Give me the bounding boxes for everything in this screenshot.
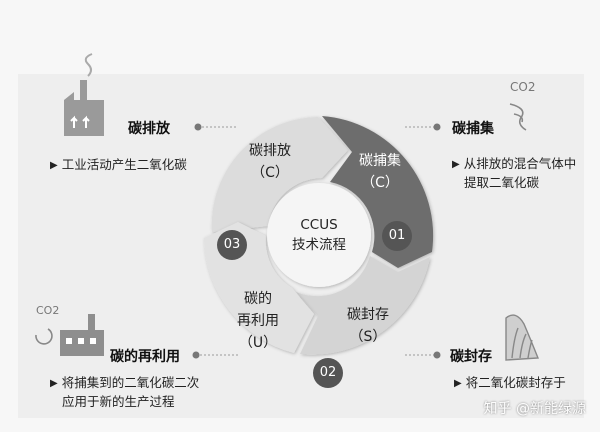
factory-co2-icon xyxy=(35,314,104,356)
capture-callout-desc-2: 提取二氧化碳 xyxy=(464,175,540,190)
bullet-icon: ▶ xyxy=(50,160,58,171)
co2-label-top: CO2 xyxy=(510,80,536,94)
storage-callout-desc-1: 将二氧化碳封存于 xyxy=(465,375,566,390)
number-03: 03 xyxy=(223,237,241,252)
center-disc xyxy=(267,183,371,287)
bullet-icon: ▶ xyxy=(50,378,58,389)
watermark: 知乎 @新能绿源 xyxy=(483,401,586,417)
emission-segment xyxy=(211,117,348,232)
storage-callout-desc: ▶将二氧化碳封存于 xyxy=(454,374,566,393)
capture-callout-desc-1: 从排放的混合气体中 xyxy=(463,156,577,171)
co2-label-bottom: CO2 xyxy=(36,304,60,317)
co2-wind-icon xyxy=(509,103,527,131)
number-circle-02 xyxy=(313,358,343,388)
emission-callout-title: 碳排放 xyxy=(128,121,170,137)
leader-dot-utilization xyxy=(192,351,200,359)
utilization-segment-title-1: 碳的 xyxy=(244,291,272,307)
rock-strata-icon xyxy=(505,314,540,361)
utilization-segment-label: 碳的 再利用 （U） xyxy=(226,288,290,354)
utilization-segment-title-2: 再利用 xyxy=(237,313,279,329)
storage-segment-sub: （S） xyxy=(349,329,387,345)
utilization-callout-desc-2: 应用于新的生产过程 xyxy=(62,394,175,409)
utilization-segment-sub: （U） xyxy=(238,335,278,351)
number-circle-01 xyxy=(382,221,412,251)
capture-callout-desc: ▶从排放的混合气体中 提取二氧化碳 xyxy=(452,155,576,192)
storage-segment-title: 碳封存 xyxy=(347,307,389,323)
utilization-callout-desc-1: 将捕集到的二氧化碳二次 xyxy=(61,375,200,390)
emission-segment-title: 碳排放 xyxy=(249,143,291,159)
number-circle-03 xyxy=(217,230,247,260)
storage-callout-title: 碳封存 xyxy=(450,349,492,365)
capture-segment-title: 碳捕集 xyxy=(359,153,401,169)
factory-icon xyxy=(64,53,104,136)
leader-dot-capture xyxy=(433,123,441,131)
center-label-line2: 技术流程 xyxy=(292,237,346,253)
utilization-callout-desc: ▶将捕集到的二氧化碳二次 应用于新的生产过程 xyxy=(50,374,199,411)
emission-callout-desc: ▶工业活动产生二氧化碳 xyxy=(50,156,187,175)
leader-dot-storage xyxy=(433,351,441,359)
capture-segment-sub: （C） xyxy=(361,175,399,191)
number-02: 02 xyxy=(319,365,337,380)
center-label: CCUS 技术流程 xyxy=(279,215,359,255)
emission-callout-desc-text: 工业活动产生二氧化碳 xyxy=(61,157,187,172)
storage-segment xyxy=(296,256,430,355)
number-01: 01 xyxy=(388,228,406,243)
bullet-icon: ▶ xyxy=(454,378,462,389)
emission-segment-sub: （C） xyxy=(251,165,289,181)
utilization-callout-title: 碳的再利用 xyxy=(110,349,180,365)
storage-segment-label: 碳封存 （S） xyxy=(336,304,400,348)
leader-dot-emission xyxy=(194,123,202,131)
capture-segment-label: 碳捕集 （C） xyxy=(348,150,412,194)
capture-callout-title: 碳捕集 xyxy=(452,121,494,137)
bullet-icon: ▶ xyxy=(452,159,460,170)
emission-segment-label: 碳排放 （C） xyxy=(238,140,302,184)
center-label-line1: CCUS xyxy=(300,217,338,233)
